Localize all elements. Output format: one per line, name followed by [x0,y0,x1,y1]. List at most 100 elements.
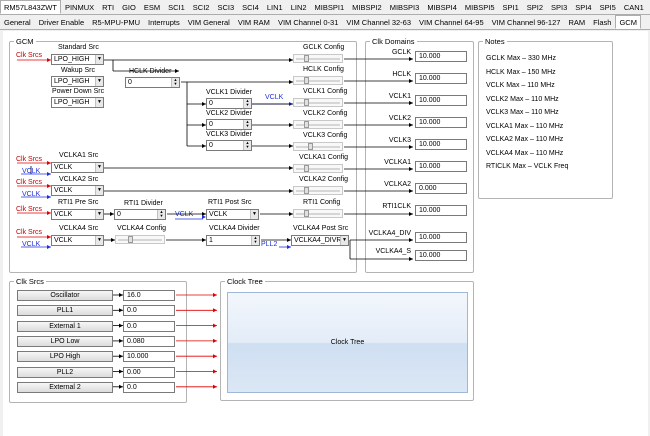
slider-thumb[interactable] [304,187,309,194]
slider-thumb[interactable] [304,165,309,172]
power-down-src-select[interactable]: LPO_HIGH▼ [51,97,104,108]
clk-src-value-field[interactable]: 10.000 [123,351,175,363]
spinner-arrows-icon[interactable]: ▲▼ [243,120,251,129]
spinner-arrows-icon[interactable]: ▲▼ [243,141,251,150]
device-tab-spi5[interactable]: SPI5 [599,3,616,12]
tab-vim-channel-96-127[interactable]: VIM Channel 96-127 [491,18,561,27]
slider-thumb[interactable] [304,99,309,106]
device-tab-sci3[interactable]: SCI3 [217,3,235,12]
clk-src-value-field[interactable]: 0.0 [123,381,175,393]
tab-ram[interactable]: RAM [568,18,586,27]
tab-vim-ram[interactable]: VIM RAM [237,18,270,27]
gclk-config-slider[interactable] [293,54,343,63]
tab-vim-channel-64-95[interactable]: VIM Channel 64-95 [419,18,484,27]
device-tab-gio[interactable]: GIO [122,3,136,12]
tab-flash[interactable]: Flash [593,18,612,27]
clk-src-button-pll2[interactable]: PLL2 [17,366,113,378]
tab-vim-channel-32-63[interactable]: VIM Channel 32-63 [346,18,412,27]
vclk2-config-slider[interactable] [293,120,343,129]
clk-src-value-field[interactable]: 0.0 [123,305,175,317]
device-tab-mibspi1[interactable]: MIBSPI1 [314,3,345,12]
clk-domain-value-field[interactable]: 0.000 [415,183,467,194]
clk-src-value-field[interactable]: 0.0 [123,320,175,332]
vclk2-divider-spinner[interactable]: 0▲▼ [206,119,252,130]
rti1-divider-spinner[interactable]: 0▲▼ [114,209,166,220]
clk-src-value-field[interactable]: 16.0 [123,290,175,301]
clock-tree-button[interactable]: Clock Tree [227,292,468,393]
device-tab-mibspi3[interactable]: MIBSPI3 [389,3,420,12]
clk-src-value-field[interactable]: 0.080 [123,335,175,347]
clk-src-button-oscillator[interactable]: Oscillator [17,290,113,301]
clk-domain-value-field[interactable]: 10.000 [415,205,467,216]
clk-domain-value-field[interactable]: 10.000 [415,161,467,172]
spinner-arrows-icon[interactable]: ▲▼ [251,236,259,245]
vclk1-config-slider[interactable] [293,98,343,107]
device-tab-mibspi4[interactable]: MIBSPI4 [427,3,457,12]
clk-src-value-field[interactable]: 0.00 [123,366,175,378]
device-tab-mibspi5[interactable]: MIBSPI5 [464,3,495,12]
clk-domain-value-field[interactable]: 10.000 [415,95,467,106]
standard-src-select[interactable]: LPO_HIGH▼ [51,54,104,65]
clk-domain-value-field[interactable]: 10.000 [415,73,467,84]
rti1-post-src-select[interactable]: VCLK▼ [206,209,259,220]
vclk3-divider-spinner[interactable]: 0▲▼ [206,140,252,151]
clk-src-button-external-1[interactable]: External 1 [17,320,113,332]
slider-thumb[interactable] [308,143,313,150]
vclka4-src-select[interactable]: VCLK▼ [51,235,104,246]
clk-src-button-external-2[interactable]: External 2 [17,381,113,393]
slider-thumb[interactable] [304,121,309,128]
clk-src-button-pll1[interactable]: PLL1 [17,305,113,317]
vclk3-config-slider[interactable] [293,142,343,151]
hclk-divider-spinner[interactable]: 0▲▼ [125,77,180,88]
vclka4-config-slider[interactable] [115,235,165,244]
rti1-config-slider[interactable] [293,209,343,218]
device-tab-esm[interactable]: ESM [143,3,161,12]
spinner-arrows-icon[interactable]: ▲▼ [157,210,165,219]
tab-vim-channel-0-31[interactable]: VIM Channel 0-31 [277,18,339,27]
device-tab-mibspi2[interactable]: MIBSPI2 [352,3,382,12]
slider-thumb[interactable] [304,210,309,217]
tab-r5-mpu-pmu[interactable]: R5-MPU-PMU [92,18,141,27]
device-tab-lin2[interactable]: LIN2 [290,3,307,12]
device-tab-sci1[interactable]: SCI1 [168,3,185,12]
tab-vim-general[interactable]: VIM General [187,18,230,27]
rti1-pre-src-select[interactable]: VCLK▼ [51,209,104,220]
device-tab-pinmux[interactable]: PINMUX [64,3,95,12]
tab-interrupts[interactable]: Interrupts [148,18,180,27]
clk-domain-value-field[interactable]: 10.000 [415,117,467,128]
tab-gcm[interactable]: GCM [615,15,641,29]
device-tab-spi1[interactable]: SPI1 [502,3,519,12]
vclk1-divider-spinner[interactable]: 0▲▼ [206,98,252,109]
vclka4-divider-spinner[interactable]: 1▲▼ [206,235,260,246]
slider-thumb[interactable] [128,236,133,243]
device-tab-rm57l843zwt[interactable]: RM57L843ZWT [0,0,61,14]
vclka2-config-slider[interactable] [293,186,343,195]
clk-domain-value-field[interactable]: 10.000 [415,250,467,261]
device-tab-sci4[interactable]: SCI4 [242,3,259,12]
clk-domain-value-field[interactable]: 10.000 [415,51,467,62]
vclka4-post-src-select[interactable]: VCLKA4_DIVR▼ [291,235,349,246]
device-tab-spi3[interactable]: SPI3 [551,3,568,12]
device-tab-spi2[interactable]: SPI2 [526,3,544,12]
tab-driver-enable[interactable]: Driver Enable [38,18,85,27]
device-tab-sci2[interactable]: SCI2 [192,3,210,12]
vclka1-src-select[interactable]: VCLK▼ [51,162,104,173]
clk-domains-title: Clk Domains [370,37,417,46]
spinner-arrows-icon[interactable]: ▲▼ [171,78,179,87]
device-tab-can1[interactable]: CAN1 [623,3,644,12]
device-tab-lin1[interactable]: LIN1 [266,3,283,12]
wakeup-src-select[interactable]: LPO_HIGH▼ [51,76,104,87]
vclka2-src-select[interactable]: VCLK▼ [51,185,104,196]
slider-thumb[interactable] [304,55,309,62]
clk-domain-value-field[interactable]: 10.000 [415,232,467,243]
device-tab-rti[interactable]: RTI [102,3,115,12]
hclk-config-slider[interactable] [293,76,343,85]
clk-src-button-lpo-low[interactable]: LPO Low [17,335,113,347]
tab-general[interactable]: General [4,18,31,27]
clk-domain-value-field[interactable]: 10.000 [415,139,467,150]
slider-thumb[interactable] [304,77,309,84]
spinner-arrows-icon[interactable]: ▲▼ [243,99,251,108]
vclka1-config-slider[interactable] [293,164,343,173]
device-tab-spi4[interactable]: SPI4 [575,3,592,12]
clk-src-button-lpo-high[interactable]: LPO High [17,351,113,363]
